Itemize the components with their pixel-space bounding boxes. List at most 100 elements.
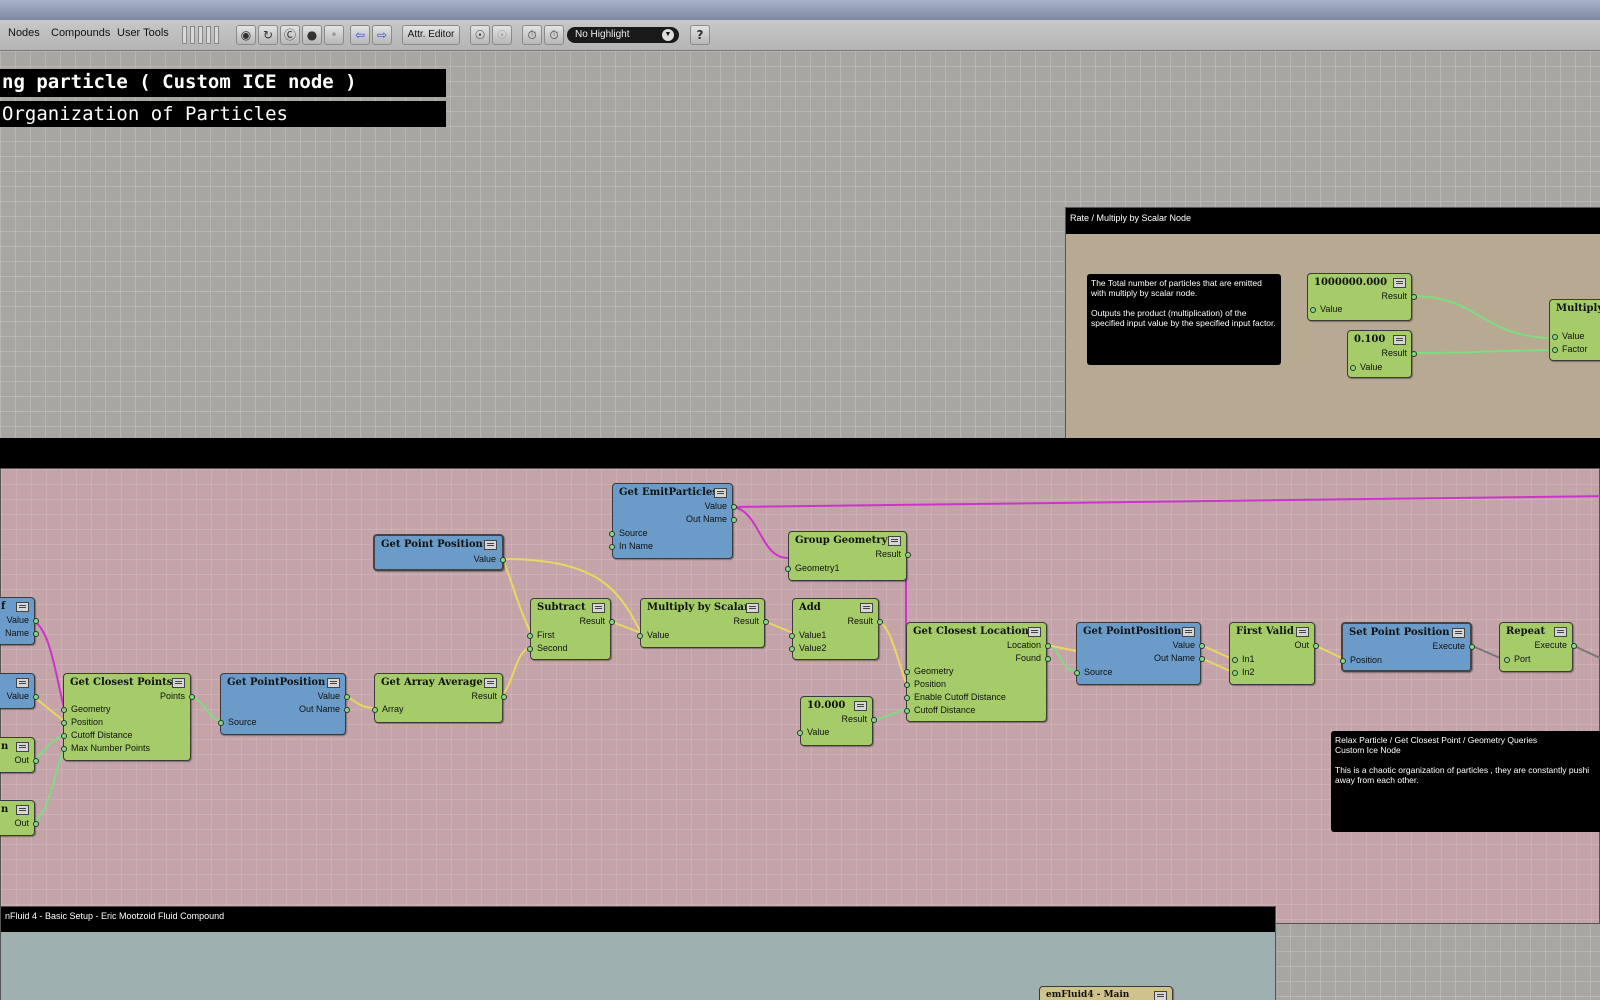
port-out[interactable]: Out <box>1294 640 1319 650</box>
port-in-name[interactable]: In Name <box>608 541 654 551</box>
node-edge-a[interactable]: f Value Name <box>0 597 40 645</box>
node-menu-icon[interactable] <box>16 602 29 612</box>
fluid-frame[interactable]: nFluid 4 - Basic Setup - Eric Mootzoid F… <box>0 906 1276 1000</box>
node-10000[interactable]: 10.000 Result Value <box>796 696 877 746</box>
help-button[interactable]: ? <box>690 25 710 45</box>
rate-frame[interactable]: Rate / Multiply by Scalar Node <box>1065 207 1600 451</box>
port-result[interactable]: Result <box>841 714 877 724</box>
port-in1[interactable]: In1 <box>1232 654 1255 664</box>
port-source[interactable]: Source <box>218 717 257 727</box>
node-first-valid[interactable]: First Valid Out In1 In2 <box>1229 622 1319 685</box>
forward-arrow-icon[interactable]: ⇨ <box>372 25 392 45</box>
port-geometry[interactable]: Geometry <box>61 704 111 714</box>
timer-icon[interactable]: ⏱ <box>522 25 542 45</box>
disabled-dot-icon[interactable]: • <box>324 25 344 45</box>
timer-settings-icon[interactable]: ⏱ <box>544 25 564 45</box>
port-execute[interactable]: Execute <box>1432 641 1475 651</box>
toolbar-grip[interactable] <box>182 26 187 44</box>
node-menu-icon[interactable] <box>714 488 727 498</box>
menu-nodes[interactable]: Nodes <box>8 27 40 39</box>
port-out-name[interactable]: Out Name <box>1153 653 1206 663</box>
node-menu-icon[interactable] <box>746 603 759 613</box>
node-menu-icon[interactable] <box>1296 627 1309 637</box>
port-port[interactable]: Port <box>1504 654 1531 664</box>
node-get-point-position-left[interactable]: Get PointPosition Value Out Name Source <box>218 673 351 735</box>
port-result[interactable]: Result <box>875 549 911 559</box>
node-multiply-rate[interactable]: Multiply b Value Factor <box>1549 299 1600 361</box>
node-edge-b[interactable]: Value <box>0 673 40 709</box>
menu-user-tools[interactable]: User Tools <box>117 27 169 39</box>
toolbar-grip[interactable] <box>198 26 203 44</box>
menu-compounds[interactable]: Compounds <box>51 27 111 39</box>
port-value[interactable]: Value <box>636 630 670 640</box>
port-value[interactable]: Value <box>1309 304 1343 314</box>
port-result[interactable]: Result <box>847 616 883 626</box>
node-menu-icon[interactable] <box>16 805 29 815</box>
globe-icon[interactable]: ● <box>302 25 322 45</box>
node-1000000[interactable]: 1000000.000 Result Value <box>1307 273 1417 321</box>
toolbar-grip[interactable] <box>206 26 211 44</box>
node-menu-icon[interactable] <box>16 742 29 752</box>
port-source[interactable]: Source <box>1074 667 1113 677</box>
node-0100[interactable]: 0.100 Result Value <box>1347 330 1417 378</box>
node-menu-icon[interactable] <box>1182 627 1195 637</box>
port-value[interactable]: Value <box>1349 362 1383 372</box>
node-add[interactable]: Add Result Value1 Value2 <box>788 598 883 660</box>
node-get-point-position-top[interactable]: Get Point Position Value <box>373 534 507 571</box>
port-first[interactable]: First <box>527 630 555 640</box>
ice-tree-canvas[interactable]: ng particle ( Custom ICE node ) Organiza… <box>0 51 1600 1000</box>
lock-icon[interactable]: ◉ <box>236 25 256 45</box>
port-found[interactable]: Found <box>1015 653 1051 663</box>
port-value[interactable]: Value <box>6 615 40 625</box>
port-array[interactable]: Array <box>372 704 404 714</box>
port-result[interactable]: Result <box>1381 348 1417 358</box>
node-edge-c[interactable]: n Out <box>0 737 39 773</box>
port-value1[interactable]: Value1 <box>788 630 827 640</box>
port-position[interactable]: Position <box>1339 655 1383 665</box>
node-menu-icon[interactable] <box>16 678 29 688</box>
node-emfluid-main[interactable]: emFluid4 - Main <box>1039 986 1173 1000</box>
node-menu-icon[interactable] <box>1028 627 1041 637</box>
port-out[interactable]: Out <box>14 755 39 765</box>
port-cutoff-distance[interactable]: Cutoff Distance <box>903 705 976 715</box>
port-out[interactable]: Out <box>14 818 39 828</box>
node-get-closest-location[interactable]: Get Closest Location Location Found Geom… <box>903 622 1052 722</box>
port-value[interactable]: Value <box>1551 331 1585 341</box>
node-group-geometry[interactable]: Group Geometry Result Geometry1 <box>785 531 911 581</box>
port-result[interactable]: Result <box>579 616 615 626</box>
toolbar-grip[interactable] <box>214 26 219 44</box>
port-position[interactable]: Position <box>60 717 104 727</box>
compound-c-icon[interactable]: Ⓒ <box>280 25 300 45</box>
refresh-icon[interactable]: ↻ <box>258 25 278 45</box>
node-menu-icon[interactable] <box>854 701 867 711</box>
port-result[interactable]: Result <box>1381 291 1417 301</box>
port-out-name[interactable]: Out Name <box>685 514 738 524</box>
highlight-dropdown[interactable]: No Highlight▼ <box>567 27 679 43</box>
node-menu-icon[interactable] <box>1393 335 1406 345</box>
port-name[interactable]: Name <box>4 628 40 638</box>
node-get-array-average[interactable]: Get Array Average Result Array <box>372 673 507 723</box>
port-location[interactable]: Location <box>1006 640 1052 650</box>
node-menu-icon[interactable] <box>860 603 873 613</box>
port-value[interactable]: Value <box>1172 640 1206 650</box>
port-in2[interactable]: In2 <box>1232 667 1255 677</box>
node-menu-icon[interactable] <box>1554 627 1567 637</box>
node-set-point-position[interactable]: Set Point Position Execute Position <box>1339 622 1475 672</box>
preview-icon[interactable]: ☉ <box>470 25 490 45</box>
port-out-name[interactable]: Out Name <box>298 704 351 714</box>
port-result[interactable]: Result <box>733 616 769 626</box>
node-menu-icon[interactable] <box>1154 991 1167 1000</box>
disabled-preview-icon[interactable]: ☉ <box>492 25 512 45</box>
port-value[interactable]: Value <box>704 501 738 511</box>
node-menu-icon[interactable] <box>1393 278 1406 288</box>
port-source[interactable]: Source <box>609 528 648 538</box>
node-repeat[interactable]: Repeat Execute Port <box>1499 622 1577 672</box>
node-menu-icon[interactable] <box>172 678 185 688</box>
node-menu-icon[interactable] <box>327 678 340 688</box>
node-menu-icon[interactable] <box>592 603 605 613</box>
back-arrow-icon[interactable]: ⇦ <box>350 25 370 45</box>
node-multiply-by-scalar[interactable]: Multiply by Scalar Result Value <box>636 598 769 648</box>
port-max-number-points[interactable]: Max Number Points <box>60 743 151 753</box>
port-value[interactable]: Value <box>6 691 40 701</box>
node-menu-icon[interactable] <box>484 540 497 550</box>
